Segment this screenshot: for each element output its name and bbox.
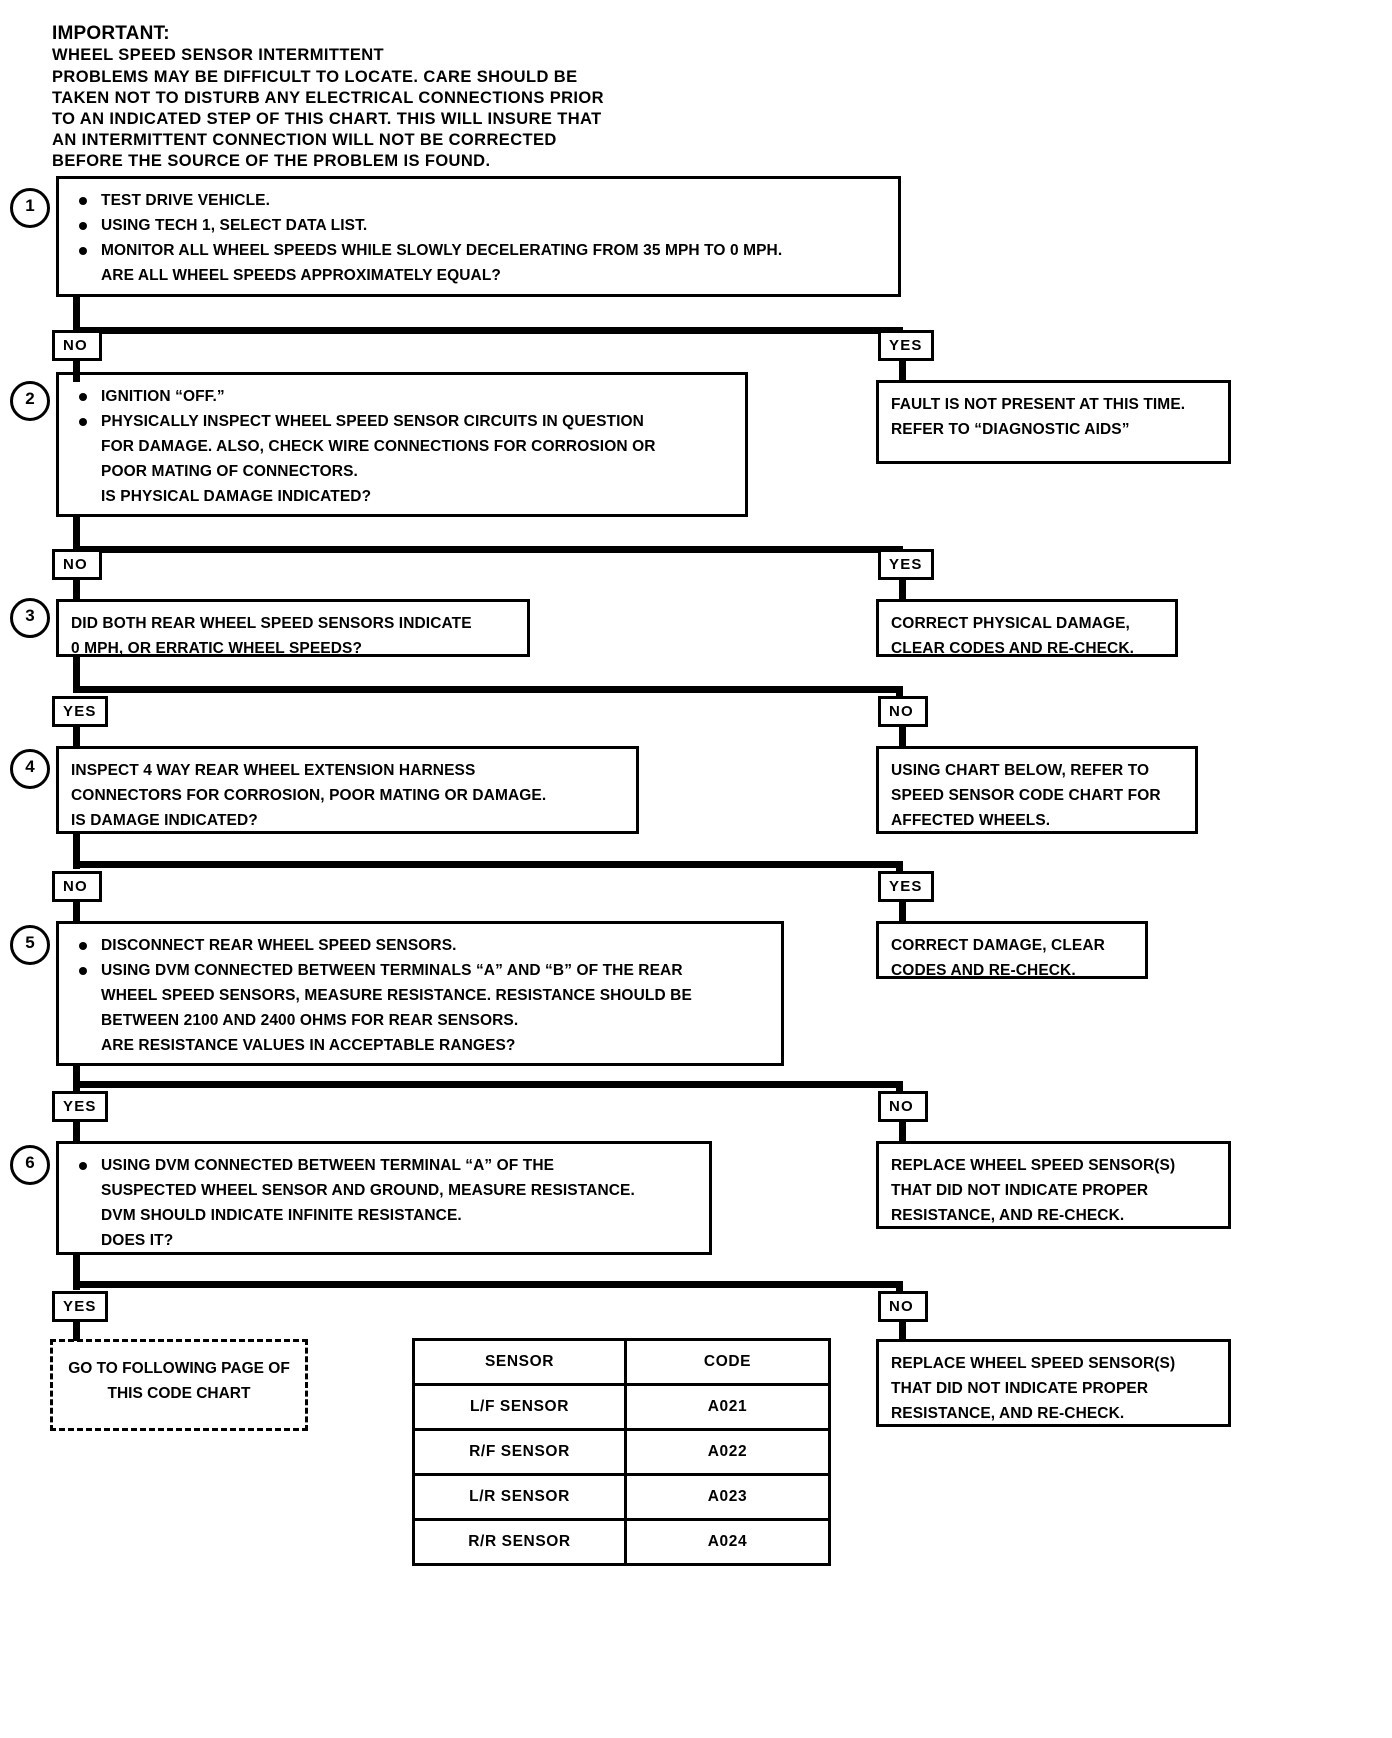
- table-header-code: CODE: [624, 1338, 831, 1386]
- table-cell-code: A024: [624, 1518, 831, 1566]
- step-3-box: DID BOTH REAR WHEEL SPEED SENSORS INDICA…: [56, 599, 530, 657]
- outcome-text: REPLACE WHEEL SPEED SENSOR(S) THAT DID N…: [891, 1157, 1176, 1224]
- step-3-text: DID BOTH REAR WHEEL SPEED SENSORS INDICA…: [71, 615, 472, 657]
- list-item: MONITOR ALL WHEEL SPEEDS WHILE SLOWLY DE…: [71, 238, 888, 288]
- step-2-box: IGNITION “OFF.” PHYSICALLY INSPECT WHEEL…: [56, 372, 748, 517]
- step-5-box: DISCONNECT REAR WHEEL SPEED SENSORS. USI…: [56, 921, 784, 1066]
- connector-no5-to-outcome5: [899, 1119, 906, 1143]
- outcome-box-replace-sensors-1: REPLACE WHEEL SPEED SENSOR(S) THAT DID N…: [876, 1141, 1231, 1229]
- connector-yes4-to-outcome4: [899, 899, 906, 923]
- connector-no2-to-step3: [73, 577, 80, 601]
- table-cell-sensor: L/R SENSOR: [412, 1473, 627, 1521]
- connector-step1-bus: [73, 327, 903, 334]
- step-6-bullet-list: USING DVM CONNECTED BETWEEN TERMINAL “A”…: [71, 1153, 699, 1253]
- table-row: L/R SENSOR A023: [412, 1473, 831, 1521]
- step-number-4: 4: [10, 749, 50, 789]
- step-6-box: USING DVM CONNECTED BETWEEN TERMINAL “A”…: [56, 1141, 712, 1255]
- outcome-box-correct-damage: CORRECT DAMAGE, CLEAR CODES AND RE-CHECK…: [876, 921, 1148, 979]
- branch-tag-yes-6: YES: [52, 1291, 108, 1322]
- goto-following-page-box: GO TO FOLLOWING PAGE OF THIS CODE CHART: [50, 1339, 308, 1431]
- list-item: USING DVM CONNECTED BETWEEN TERMINAL “A”…: [71, 1153, 699, 1253]
- step-2-bullet-list: IGNITION “OFF.” PHYSICALLY INSPECT WHEEL…: [71, 384, 735, 509]
- branch-tag-yes-4: YES: [878, 871, 934, 902]
- branch-tag-no-2: NO: [52, 549, 102, 580]
- connector-step2-down: [73, 514, 80, 554]
- branch-tag-yes-5: YES: [52, 1091, 108, 1122]
- goto-text: GO TO FOLLOWING PAGE OF THIS CODE CHART: [68, 1360, 290, 1402]
- connector-step2-bus: [73, 546, 903, 553]
- connector-step4-bus: [73, 861, 903, 868]
- outcome-box-fault-not-present: FAULT IS NOT PRESENT AT THIS TIME. REFER…: [876, 380, 1231, 464]
- connector-yes6-to-goto: [73, 1319, 80, 1341]
- step-number-6: 6: [10, 1145, 50, 1185]
- table-cell-sensor: R/R SENSOR: [412, 1518, 627, 1566]
- table-cell-sensor: L/F SENSOR: [412, 1383, 627, 1431]
- outcome-box-correct-physical-damage: CORRECT PHYSICAL DAMAGE, CLEAR CODES AND…: [876, 599, 1178, 657]
- table-cell-sensor: R/F SENSOR: [412, 1428, 627, 1476]
- outcome-text: CORRECT DAMAGE, CLEAR CODES AND RE-CHECK…: [891, 937, 1105, 979]
- outcome-text: USING CHART BELOW, REFER TO SPEED SENSOR…: [891, 762, 1161, 829]
- important-note-body: WHEEL SPEED SENSOR INTERMITTENT PROBLEMS…: [52, 46, 604, 171]
- list-item: USING DVM CONNECTED BETWEEN TERMINALS “A…: [71, 958, 771, 1058]
- connector-yes1-to-outcome1: [899, 358, 906, 382]
- table-row: R/F SENSOR A022: [412, 1428, 831, 1476]
- table-header-row: SENSOR CODE: [412, 1338, 831, 1386]
- branch-tag-yes-3: YES: [52, 696, 108, 727]
- connector-step1-down: [73, 294, 80, 334]
- list-item: DISCONNECT REAR WHEEL SPEED SENSORS.: [71, 933, 771, 958]
- table-cell-code: A021: [624, 1383, 831, 1431]
- sensor-code-table: SENSOR CODE L/F SENSOR A021 R/F SENSOR A…: [412, 1338, 831, 1566]
- connector-no4-to-step5: [73, 899, 80, 923]
- branch-tag-no-4: NO: [52, 871, 102, 902]
- step-5-bullet-list: DISCONNECT REAR WHEEL SPEED SENSORS. USI…: [71, 933, 771, 1058]
- table-row: L/F SENSOR A021: [412, 1383, 831, 1431]
- list-item: PHYSICALLY INSPECT WHEEL SPEED SENSOR CI…: [71, 409, 735, 509]
- step-number-1: 1: [10, 188, 50, 228]
- connector-step4-down: [73, 831, 80, 869]
- connector-no1-to-step2: [73, 358, 80, 382]
- connector-step5-no-down: [896, 1081, 903, 1098]
- outcome-box-use-chart-below: USING CHART BELOW, REFER TO SPEED SENSOR…: [876, 746, 1198, 834]
- table-row: R/R SENSOR A024: [412, 1518, 831, 1566]
- step-1-box: TEST DRIVE VEHICLE. USING TECH 1, SELECT…: [56, 176, 901, 297]
- connector-step3-no-down: [896, 686, 903, 703]
- list-item: USING TECH 1, SELECT DATA LIST.: [71, 213, 888, 238]
- connector-yes5-to-step6: [73, 1119, 80, 1143]
- step-1-bullet-list: TEST DRIVE VEHICLE. USING TECH 1, SELECT…: [71, 188, 888, 288]
- branch-tag-no-5: NO: [878, 1091, 928, 1122]
- step-number-5: 5: [10, 925, 50, 965]
- step-4-text: INSPECT 4 WAY REAR WHEEL EXTENSION HARNE…: [71, 762, 547, 829]
- important-note: IMPORTANT: WHEEL SPEED SENSOR INTERMITTE…: [52, 2, 772, 173]
- step-number-3: 3: [10, 598, 50, 638]
- branch-tag-no-1: NO: [52, 330, 102, 361]
- connector-step5-bus: [73, 1081, 903, 1088]
- step-4-box: INSPECT 4 WAY REAR WHEEL EXTENSION HARNE…: [56, 746, 639, 834]
- outcome-text: REPLACE WHEEL SPEED SENSOR(S) THAT DID N…: [891, 1355, 1176, 1422]
- important-note-lead: IMPORTANT:: [52, 23, 170, 45]
- table-cell-code: A022: [624, 1428, 831, 1476]
- table-header-sensor: SENSOR: [412, 1338, 627, 1386]
- outcome-box-replace-sensors-2: REPLACE WHEEL SPEED SENSOR(S) THAT DID N…: [876, 1339, 1231, 1427]
- list-item: TEST DRIVE VEHICLE.: [71, 188, 888, 213]
- list-item: IGNITION “OFF.”: [71, 384, 735, 409]
- outcome-text: CORRECT PHYSICAL DAMAGE, CLEAR CODES AND…: [891, 615, 1135, 657]
- connector-step6-bus: [73, 1281, 903, 1288]
- connector-yes3-to-step4: [73, 724, 80, 748]
- table-cell-code: A023: [624, 1473, 831, 1521]
- connector-step3-down: [73, 654, 80, 692]
- connector-step3-bus: [73, 686, 903, 693]
- connector-no6-to-outcome6: [899, 1319, 906, 1341]
- connector-step6-down: [73, 1252, 80, 1290]
- branch-tag-yes-1: YES: [878, 330, 934, 361]
- outcome-text: FAULT IS NOT PRESENT AT THIS TIME. REFER…: [891, 396, 1186, 438]
- connector-no3-to-outcome3: [899, 724, 906, 748]
- branch-tag-no-3: NO: [878, 696, 928, 727]
- connector-step4-yes-down: [896, 861, 903, 878]
- branch-tag-no-6: NO: [878, 1291, 928, 1322]
- branch-tag-yes-2: YES: [878, 549, 934, 580]
- connector-yes2-to-outcome2: [899, 577, 906, 601]
- step-number-2: 2: [10, 381, 50, 421]
- connector-step6-no-down: [896, 1281, 903, 1298]
